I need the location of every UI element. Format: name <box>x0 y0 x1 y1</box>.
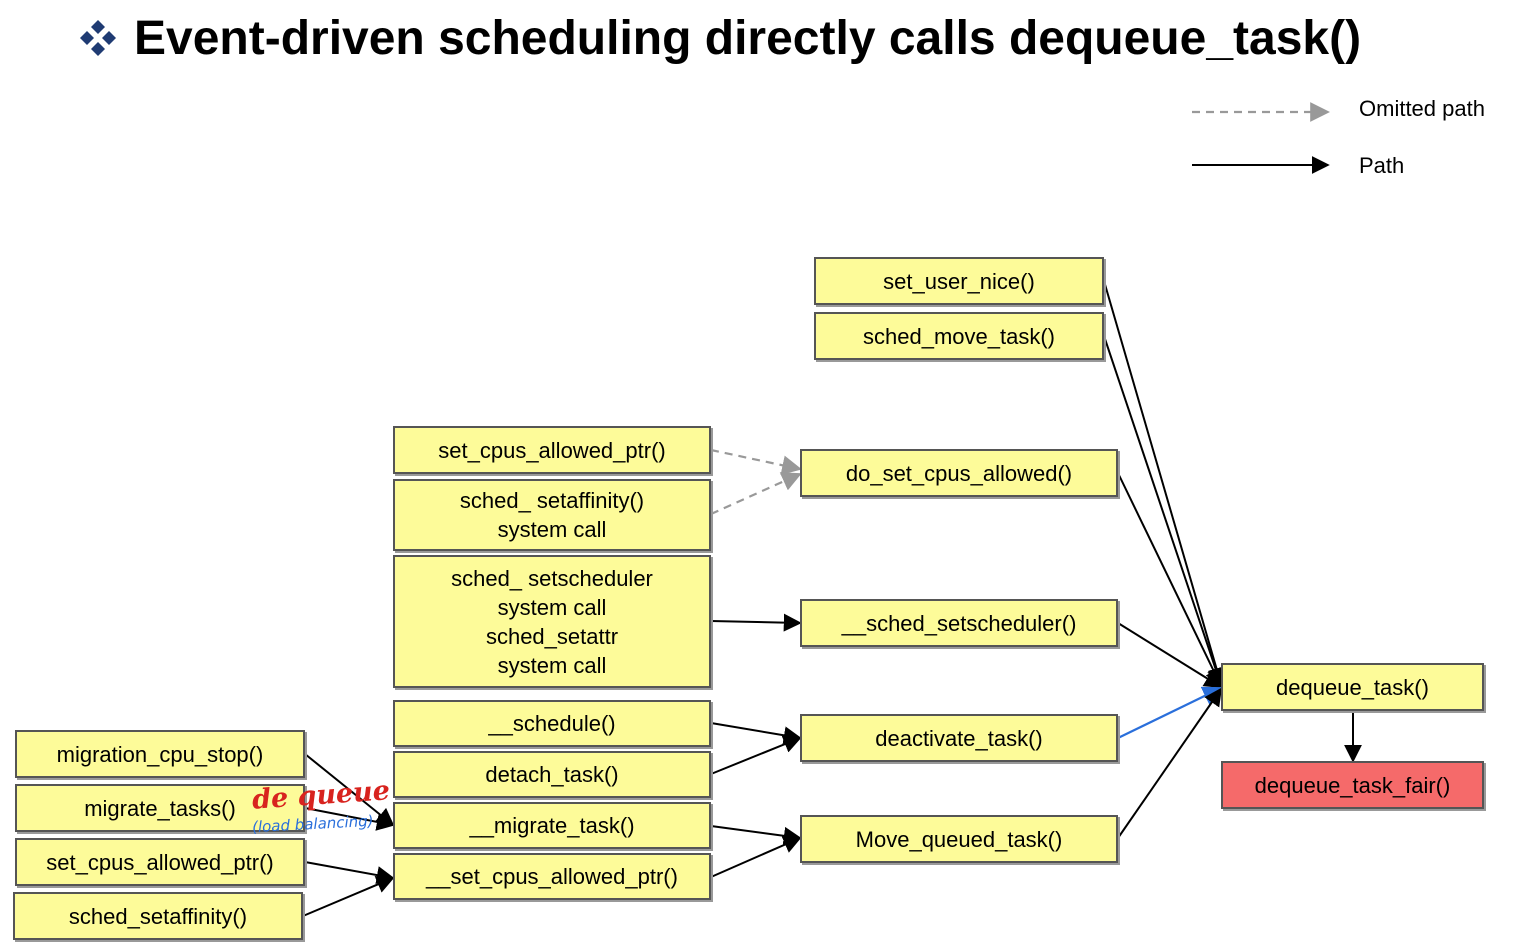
node-label: migrate_tasks() <box>84 795 236 821</box>
node-label: sched_setattr <box>485 623 619 649</box>
node-label: dequeue_task() <box>1276 674 1429 700</box>
node-set-cpus-allowed-ptr-left: set_cpus_allowed_ptr() <box>15 838 305 886</box>
node-label: set_user_nice() <box>883 268 1035 294</box>
node-label: Move_queued_task() <box>855 826 1063 852</box>
edge-move-queued-task-to-dequeue-task <box>1117 687 1223 839</box>
node-set-cpus-allowed-ptr: __set_cpus_allowed_ptr() <box>393 853 711 900</box>
node-sched-setscheduler-syscall: sched_ setscheduler system call sched_seta… <box>393 555 711 688</box>
node-do-set-cpus-allowed: do_set_cpus_allowed() <box>800 449 1118 497</box>
node-dequeue-task-fair: dequeue_task_fair() <box>1221 761 1484 809</box>
edge-sched-move-task-to-dequeue-task <box>1103 335 1225 687</box>
edge-set-cpus-allowed-ptr-left-to-set-cpus-allowed-ptr <box>304 861 395 884</box>
edge-migrate-task-to-move-queued-task <box>710 825 802 845</box>
node-deactivate-task: deactivate_task() <box>800 714 1118 762</box>
node-label: __schedule() <box>488 711 616 736</box>
page-title: Event-driven scheduling directly calls d… <box>134 11 1362 65</box>
node-label: detach_task() <box>485 762 619 787</box>
node-label: dequeue_task_fair() <box>1254 772 1451 798</box>
edge-migrate-tasks-to-migrate-task <box>304 807 395 831</box>
edge-sched-setaffinity-syscall-to-do-set-cpus-allowed <box>710 472 802 516</box>
node-migrate-tasks: migrate_tasks() <box>15 784 305 832</box>
node-label: set_cpus_allowed_ptr() <box>46 849 274 875</box>
title-bar: Event-driven scheduling directly calls d… <box>78 8 1361 68</box>
node-sched-setaffinity-syscall: sched_ setaffinity() system call <box>393 479 711 551</box>
node-label: system call <box>497 594 607 620</box>
node-dequeue-task: dequeue_task() <box>1221 663 1484 711</box>
node-label: sched_move_task() <box>863 323 1055 349</box>
node-label: system call <box>497 652 607 678</box>
edge-set-user-nice-to-dequeue-task <box>1103 280 1226 686</box>
node-sched-move-task: sched_move_task() <box>814 312 1104 360</box>
node-sched-setaffinity-left: sched_setaffinity() <box>13 892 303 940</box>
edge-sched-setaffinity-left-to-set-cpus-allowed-ptr <box>302 876 395 917</box>
node-label: sched_ setaffinity() <box>459 488 645 513</box>
node-label: sched_ setscheduler <box>451 565 653 591</box>
node-move-queued-task: Move_queued_task() <box>800 815 1118 863</box>
edge-sched-setscheduler-syscall-to-sched-setscheduler <box>710 613 802 632</box>
node-schedule: __schedule() <box>393 700 711 747</box>
legend-omitted-label: Omitted path <box>1359 96 1485 121</box>
edge-set-cpus-allowed-ptr-to-move-queued-task <box>710 836 802 878</box>
node-label: do_set_cpus_allowed() <box>845 460 1073 486</box>
node-label: __migrate_task() <box>469 813 635 838</box>
node-label: deactivate_task() <box>875 725 1043 751</box>
edge-deactivate-task-to-dequeue-task <box>1117 686 1223 739</box>
node-migrate-task: __migrate_task() <box>393 802 711 849</box>
node-label: __sched_setscheduler() <box>841 610 1077 636</box>
node-sched-setscheduler: __sched_setscheduler() <box>800 599 1118 647</box>
edge-set-cpus-allowed-ptr-top-to-do-set-cpus-allowed <box>710 448 802 475</box>
edge-detach-task-to-deactivate-task <box>710 735 802 775</box>
node-set-user-nice: set_user_nice() <box>814 257 1104 305</box>
edge-schedule-to-deactivate-task <box>710 722 802 745</box>
legend-path-label: Path <box>1359 153 1405 178</box>
node-migration-cpu-stop: migration_cpu_stop() <box>15 730 305 778</box>
edge-sched-setscheduler-to-dequeue-task <box>1117 622 1223 688</box>
edge-do-set-cpus-allowed-to-dequeue-task <box>1117 472 1223 688</box>
node-label: set_cpus_allowed_ptr() <box>438 437 666 463</box>
node-label: system call <box>497 517 607 542</box>
node-label: migration_cpu_stop() <box>56 741 264 767</box>
node-detach-task: detach_task() <box>393 751 711 798</box>
node-label: __set_cpus_allowed_ptr() <box>426 864 678 889</box>
node-set-cpus-allowed-ptr-top: set_cpus_allowed_ptr() <box>393 426 711 474</box>
node-label: sched_setaffinity() <box>68 903 248 929</box>
diamond-bullet-icon <box>80 20 116 56</box>
